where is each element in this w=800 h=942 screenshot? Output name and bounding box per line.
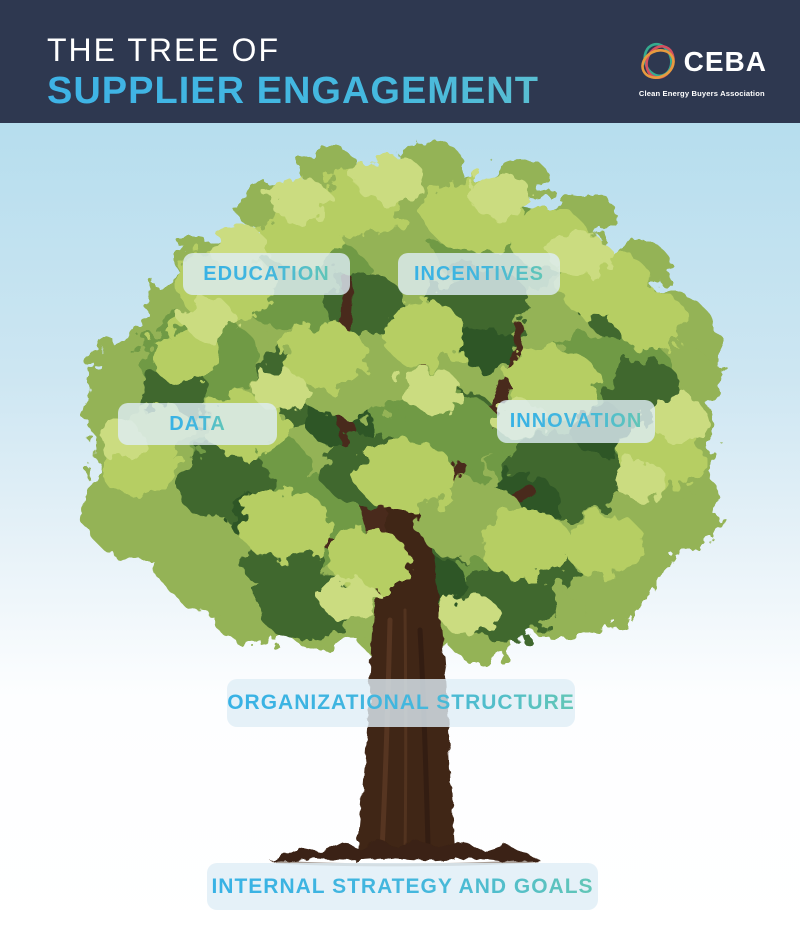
title-line-1: THE TREE OF xyxy=(47,32,280,68)
logo-tagline: Clean Energy Buyers Association xyxy=(638,89,765,98)
tree-trunk-texture xyxy=(379,608,431,857)
ceba-logo-icon xyxy=(640,42,675,79)
label-data-text: DATA xyxy=(169,412,226,435)
label-incentives: INCENTIVES xyxy=(398,253,560,295)
label-data: DATA xyxy=(118,403,277,445)
label-organizational-structure-text: ORGANIZATIONAL STRUCTURE xyxy=(227,691,575,714)
label-innovation: INNOVATION xyxy=(497,400,655,443)
ceba-logo: CEBA Clean Energy Buyers Association xyxy=(637,38,767,98)
label-education-text: EDUCATION xyxy=(203,262,330,285)
label-internal-strategy-goals: INTERNAL STRATEGY AND GOALS xyxy=(207,863,598,910)
tree-roots xyxy=(270,840,540,862)
label-incentives-text: INCENTIVES xyxy=(413,262,545,285)
label-innovation-text: INNOVATION xyxy=(509,410,643,432)
label-education: EDUCATION xyxy=(183,253,350,295)
header: THE TREE OF SUPPLIER ENGAGEMENT CEBA Cle… xyxy=(0,0,800,123)
label-organizational-structure: ORGANIZATIONAL STRUCTURE xyxy=(227,679,575,727)
label-internal-strategy-goals-text: INTERNAL STRATEGY AND GOALS xyxy=(211,874,594,898)
logo-acronym: CEBA xyxy=(683,46,767,77)
page-title: SUPPLIER ENGAGEMENT xyxy=(47,70,800,113)
